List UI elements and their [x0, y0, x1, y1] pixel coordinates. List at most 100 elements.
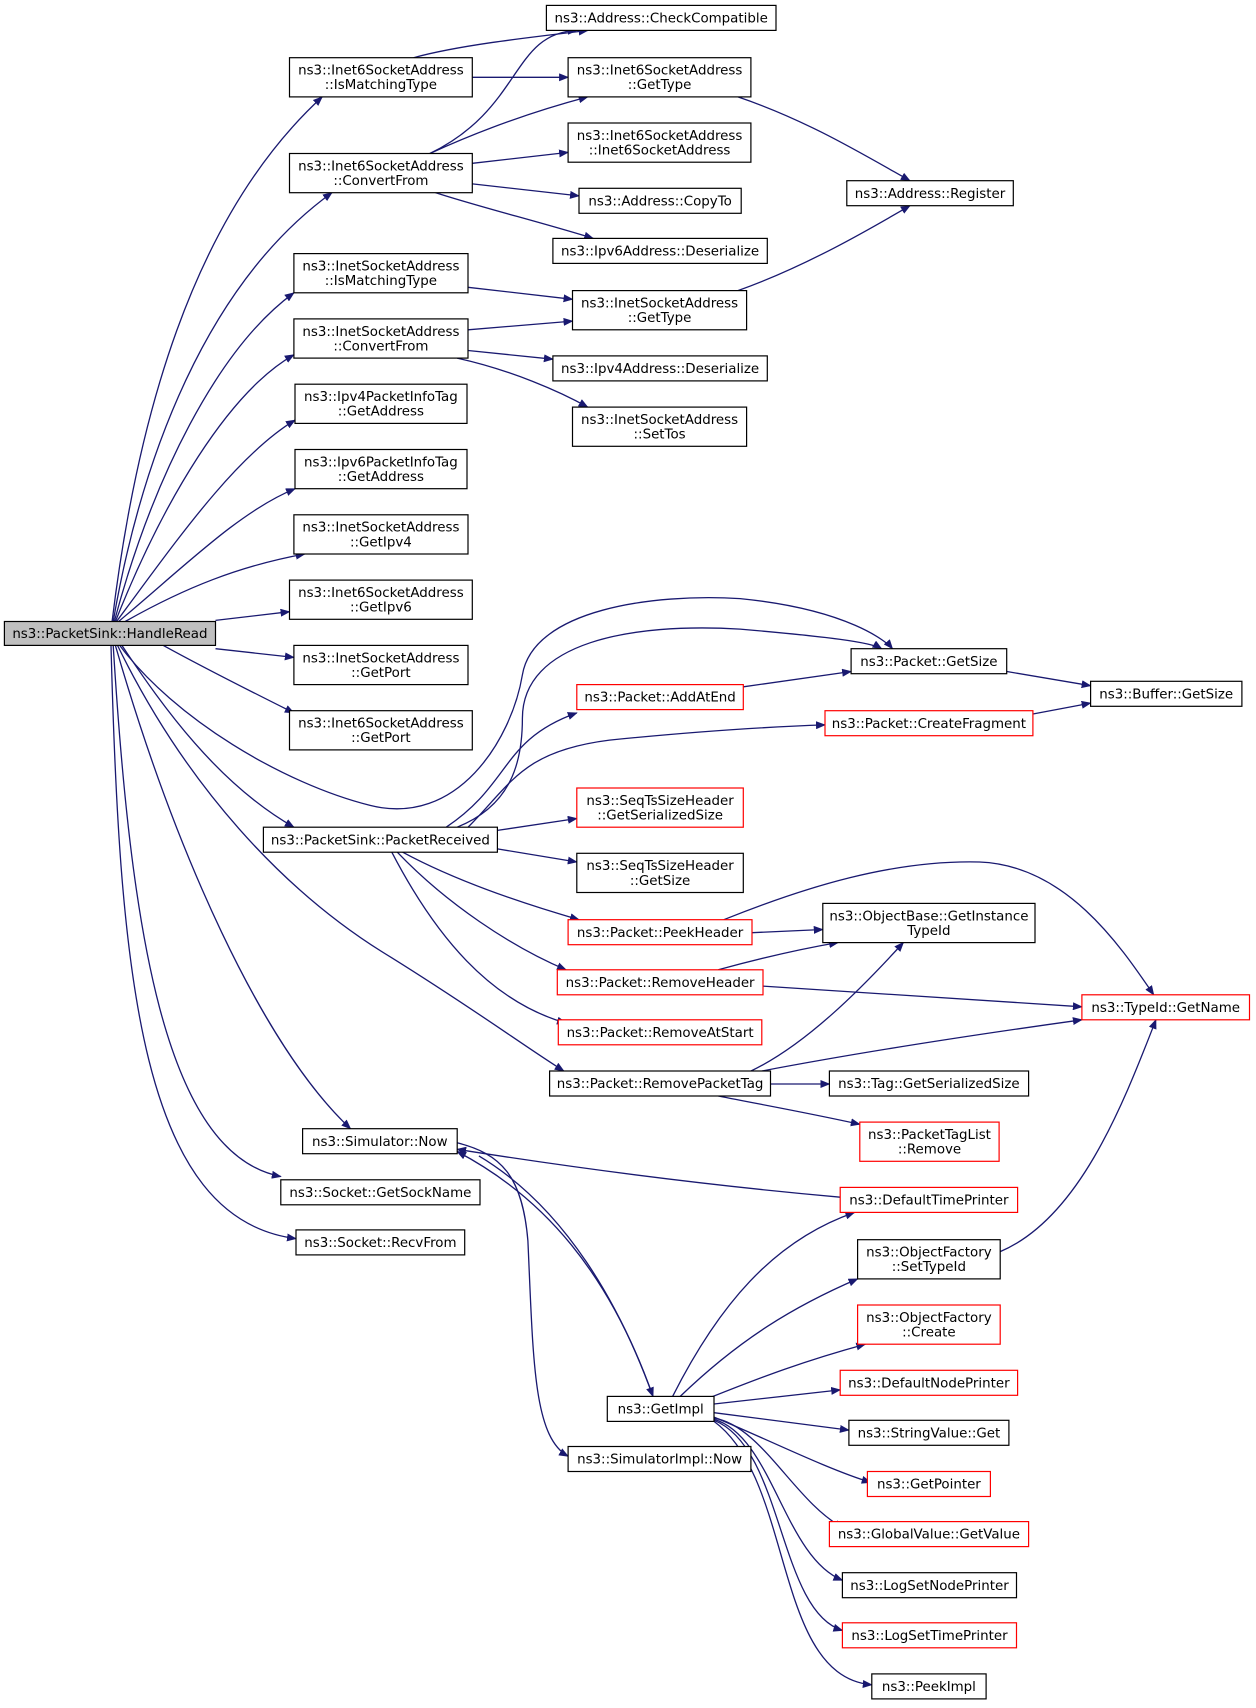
node-label: ns3::GetPointer — [877, 1478, 981, 1493]
node-box — [557, 1019, 763, 1046]
node-peek-header[interactable]: ns3::Packet::PeekHeader — [567, 919, 753, 946]
edge-inetIsMatching-to-inetGetType — [467, 286, 574, 303]
node-label: ns3::TypeId::GetName — [1091, 1001, 1240, 1016]
node-add-at-end[interactable]: ns3::Packet::AddAtEnd — [576, 683, 744, 711]
edge-handleRead-to-ipv4PktInfo — [115, 419, 296, 622]
edge-handleRead-to-inet6ConvertFrom — [112, 192, 333, 622]
edge-arrow — [467, 721, 826, 828]
node-packet-received[interactable]: ns3::PacketSink::PacketReceived — [262, 826, 498, 853]
node-label: ::GetIpv4 — [350, 535, 412, 550]
edge-defaultTimePrinter-to-simulatorNow — [456, 1146, 841, 1198]
node-inet6-ctor[interactable]: ns3::Inet6SocketAddress::Inet6SocketAddr… — [567, 122, 752, 163]
node-label: ns3::Packet::RemovePacketTag — [557, 1077, 764, 1092]
edge-arrow — [396, 851, 567, 971]
node-tag-serialized-size[interactable]: ns3::Tag::GetSerializedSize — [828, 1070, 1030, 1097]
edge-arrow — [114, 354, 295, 622]
node-inet6-get-port[interactable]: ns3::Inet6SocketAddress::GetPort — [288, 710, 473, 751]
node-inet6-convert-from[interactable]: ns3::Inet6SocketAddress::ConvertFrom — [288, 152, 473, 194]
function-nodes: ns3::PacketSink::HandleReadns3::Inet6Soc… — [3, 4, 1251, 1700]
edge-arrow — [467, 349, 554, 363]
node-global-value-get[interactable]: ns3::GlobalValue::GetValue — [828, 1520, 1030, 1548]
edge-removeHeader-to-typeIdGetName — [762, 985, 1083, 1011]
node-type-id-get-name[interactable]: ns3::TypeId::GetName — [1081, 994, 1251, 1021]
node-ipv4-deserialize[interactable]: ns3::Ipv4Address::Deserialize — [552, 355, 768, 382]
node-get-sock-name[interactable]: ns3::Socket::GetSockName — [280, 1179, 481, 1206]
edge-setTypeId-to-typeIdGetName — [999, 1018, 1157, 1253]
edge-arrow — [497, 848, 578, 865]
node-simulator-now[interactable]: ns3::Simulator::Now — [302, 1128, 458, 1155]
edge-arrow — [429, 95, 589, 155]
node-inet-get-port[interactable]: ns3::InetSocketAddress::GetPort — [293, 644, 469, 686]
node-box — [552, 237, 768, 264]
node-label: ns3::Packet::RemoveHeader — [566, 976, 755, 991]
node-address-register[interactable]: ns3::Address::Register — [846, 180, 1014, 207]
node-label: ns3::Ipv6Address::Deserialize — [561, 245, 759, 260]
node-seq-serialized[interactable]: ns3::SeqTsSizeHeader::GetSerializedSize — [576, 787, 744, 828]
node-packet-tag-remove[interactable]: ns3::PacketTagList::Remove — [859, 1121, 1000, 1162]
node-seq-get-size[interactable]: ns3::SeqTsSizeHeader::GetSize — [576, 852, 744, 894]
edge-arrow — [110, 645, 297, 1242]
edge-removePacketTag-to-typeIdGetName — [761, 1017, 1083, 1072]
node-peek-impl[interactable]: ns3::PeekImpl — [871, 1673, 987, 1700]
node-log-set-node-printer[interactable]: ns3::LogSetNodePrinter — [841, 1572, 1018, 1599]
edge-arrow — [114, 645, 352, 1130]
node-label: ns3::Buffer::GetSize — [1099, 687, 1233, 702]
edge-simulatorNow-to-getImpl — [478, 1155, 654, 1398]
node-label: ns3::Socket::GetSockName — [289, 1186, 471, 1201]
edge-arrow — [111, 96, 323, 622]
node-check-compatible[interactable]: ns3::Address::CheckCompatible — [545, 4, 777, 32]
edge-arrow — [435, 191, 595, 240]
node-default-time-printer[interactable]: ns3::DefaultTimePrinter — [839, 1186, 1019, 1214]
node-ipv6-deserialize[interactable]: ns3::Ipv6Address::Deserialize — [552, 237, 768, 264]
node-inet-set-tos[interactable]: ns3::InetSocketAddress::SetTos — [571, 406, 748, 447]
node-box — [841, 1572, 1018, 1599]
node-label: ns3::Inet6SocketAddress — [298, 717, 464, 732]
node-inet6-get-ipv6[interactable]: ns3::Inet6SocketAddress::GetIpv6 — [288, 579, 473, 620]
node-inet-is-matching[interactable]: ns3::InetSocketAddress::IsMatchingType — [293, 253, 469, 294]
node-factory-create[interactable]: ns3::ObjectFactory::Create — [856, 1304, 1001, 1345]
edge-arrow — [1006, 670, 1092, 689]
node-ipv6-pkt-info[interactable]: ns3::Ipv6PacketInfoTag::GetAddress — [294, 448, 468, 490]
node-box — [556, 969, 764, 996]
node-log-set-time-printer[interactable]: ns3::LogSetTimePrinter — [841, 1622, 1018, 1649]
node-default-node-printer[interactable]: ns3::DefaultNodePrinter — [839, 1369, 1019, 1396]
edge-packetReceived-to-seqGetSize — [497, 848, 578, 865]
node-label: ::GetIpv6 — [350, 601, 412, 616]
node-handle-read[interactable]: ns3::PacketSink::HandleRead — [3, 620, 217, 646]
node-packet-get-size[interactable]: ns3::Packet::GetSize — [850, 648, 1008, 675]
edge-arrow — [445, 712, 578, 828]
node-sim-impl-now[interactable]: ns3::SimulatorImpl::Now — [567, 1445, 752, 1473]
node-inet-get-type[interactable]: ns3::InetSocketAddress::GetType — [571, 290, 748, 331]
node-set-type-id[interactable]: ns3::ObjectFactory::SetTypeId — [856, 1239, 1001, 1280]
node-get-pointer[interactable]: ns3::GetPointer — [866, 1470, 992, 1498]
edge-inet6ConvertFrom-to-ipv6Deserialize — [435, 191, 595, 240]
node-box — [839, 1186, 1019, 1214]
node-address-copy-to[interactable]: ns3::Address::CopyTo — [578, 187, 742, 214]
edge-getImpl-to-globalValueGet — [713, 1417, 845, 1529]
node-string-value-get[interactable]: ns3::StringValue::Get — [848, 1419, 1010, 1446]
node-inet-convert-from[interactable]: ns3::InetSocketAddress::ConvertFrom — [293, 318, 469, 359]
node-label: ns3::Ipv4PacketInfoTag — [304, 390, 458, 405]
node-ipv4-pkt-info[interactable]: ns3::Ipv4PacketInfoTag::GetAddress — [294, 383, 468, 425]
call-edges — [110, 26, 1157, 1688]
node-box — [293, 644, 469, 686]
node-box — [824, 710, 1034, 737]
edge-packetReceived-to-removeHeader — [396, 851, 567, 971]
node-remove-header[interactable]: ns3::Packet::RemoveHeader — [556, 969, 764, 996]
node-label: ns3::SeqTsSizeHeader — [586, 794, 734, 809]
node-remove-packet-tag[interactable]: ns3::Packet::RemovePacketTag — [548, 1070, 772, 1097]
node-buffer-get-size[interactable]: ns3::Buffer::GetSize — [1089, 680, 1243, 707]
node-recv-from[interactable]: ns3::Socket::RecvFrom — [295, 1229, 466, 1256]
edge-arrow — [761, 1017, 1083, 1072]
node-get-impl[interactable]: ns3::GetImpl — [606, 1395, 715, 1423]
node-inet6-is-matching[interactable]: ns3::Inet6SocketAddress::IsMatchingType — [288, 57, 473, 98]
node-box — [856, 1304, 1001, 1345]
node-label: ns3::PacketTagList — [868, 1128, 991, 1143]
node-create-fragment[interactable]: ns3::Packet::CreateFragment — [824, 710, 1034, 737]
node-box — [1089, 680, 1243, 707]
node-inet6-get-type[interactable]: ns3::Inet6SocketAddress::GetType — [567, 57, 752, 98]
node-box — [822, 902, 1036, 944]
node-remove-at-start[interactable]: ns3::Packet::RemoveAtStart — [557, 1019, 763, 1046]
node-inet-get-ipv4[interactable]: ns3::InetSocketAddress::GetIpv4 — [293, 514, 469, 555]
